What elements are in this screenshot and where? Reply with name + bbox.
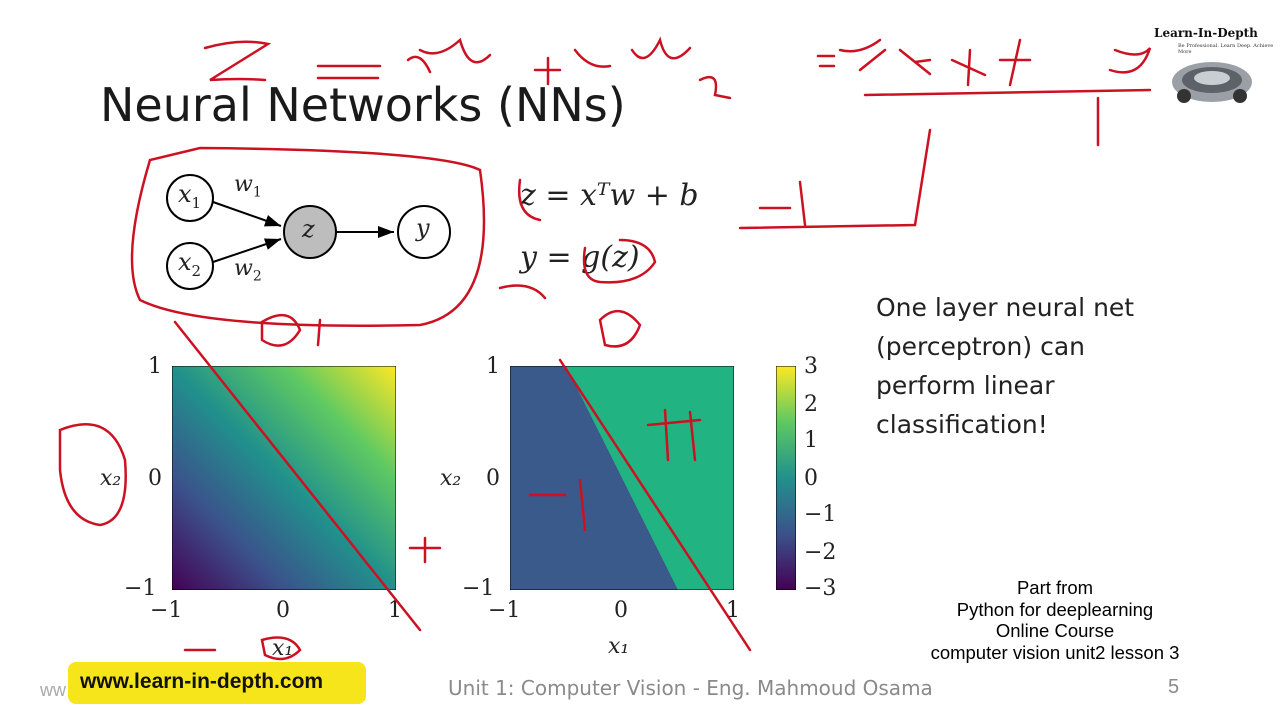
left-xtick: 0 [276,598,290,623]
logo-tagline: Be Professional. Learn Deep. Achieve Mor… [1178,43,1274,55]
equation-y: y = g(z) [520,240,640,275]
node-y-label: y [416,214,430,242]
side-text-line: (perceptron) can [876,332,1086,361]
equation-z: z = xᵀw + b [520,178,699,213]
footer-url-prefix: ww [40,680,66,700]
colorbar-tick: 1 [804,428,818,453]
colorbar-tick: −2 [804,540,837,565]
side-text-line: classification! [876,410,1048,439]
node-z-label: z [302,215,315,243]
colorbar-tick: −3 [804,576,837,601]
url-banner[interactable] [68,662,366,704]
colorbar-tick: 3 [804,354,818,379]
node-y [397,205,451,259]
node-x2 [166,242,214,290]
left-ytick: −1 [124,576,157,601]
colorbar-tick: 0 [804,466,818,491]
left-xtick: −1 [150,598,183,623]
credit-line: Online Course [995,620,1115,641]
right-ytick: −1 [462,576,495,601]
right-xtick: −1 [488,598,521,623]
right-xlabel: x₁ [608,634,630,659]
url-link[interactable]: www.learn-in-depth.com [80,670,324,693]
right-ytick: 1 [486,354,500,379]
course-credit: Part from Python for deeplearning Online… [880,577,1230,663]
node-x1-label: x1 [178,180,202,212]
right-ytick: 0 [486,466,500,491]
perceptron-diagram [166,174,451,290]
node-x1 [166,174,214,222]
slide-footer: Unit 1: Computer Vision - Eng. Mahmoud O… [448,676,933,700]
page-number: 5 [1168,676,1180,698]
left-xlabel: x₁ [272,636,294,661]
left-ylabel: x₂ [100,466,122,491]
node-x2-label: x2 [178,248,202,280]
credit-line: Python for deeplearning [956,598,1154,620]
credit-line: computer vision unit2 lesson 3 [930,641,1180,663]
logo-text: Learn-In-Depth [1154,26,1258,40]
side-text-line: perform linear [876,371,1055,400]
weight-w2-label: w2 [234,256,262,285]
slide-title: Neural Networks (NNs) [100,78,626,132]
side-text: One layer neural net (perceptron) can pe… [876,288,1176,444]
weight-w1-label: w1 [234,172,262,201]
colorbar-tick: −1 [804,502,837,527]
right-ylabel: x₂ [440,466,462,491]
colorbar-tick: 2 [804,392,818,417]
right-xtick: 0 [614,598,628,623]
colorbar [776,366,796,590]
car-logo-icon [1172,62,1252,103]
credit-line: Part from [1016,577,1094,598]
left-ytick: 0 [148,466,162,491]
left-ytick: 1 [148,354,162,379]
classification-plot [510,366,734,590]
side-text-line: One layer neural net [876,293,1135,322]
